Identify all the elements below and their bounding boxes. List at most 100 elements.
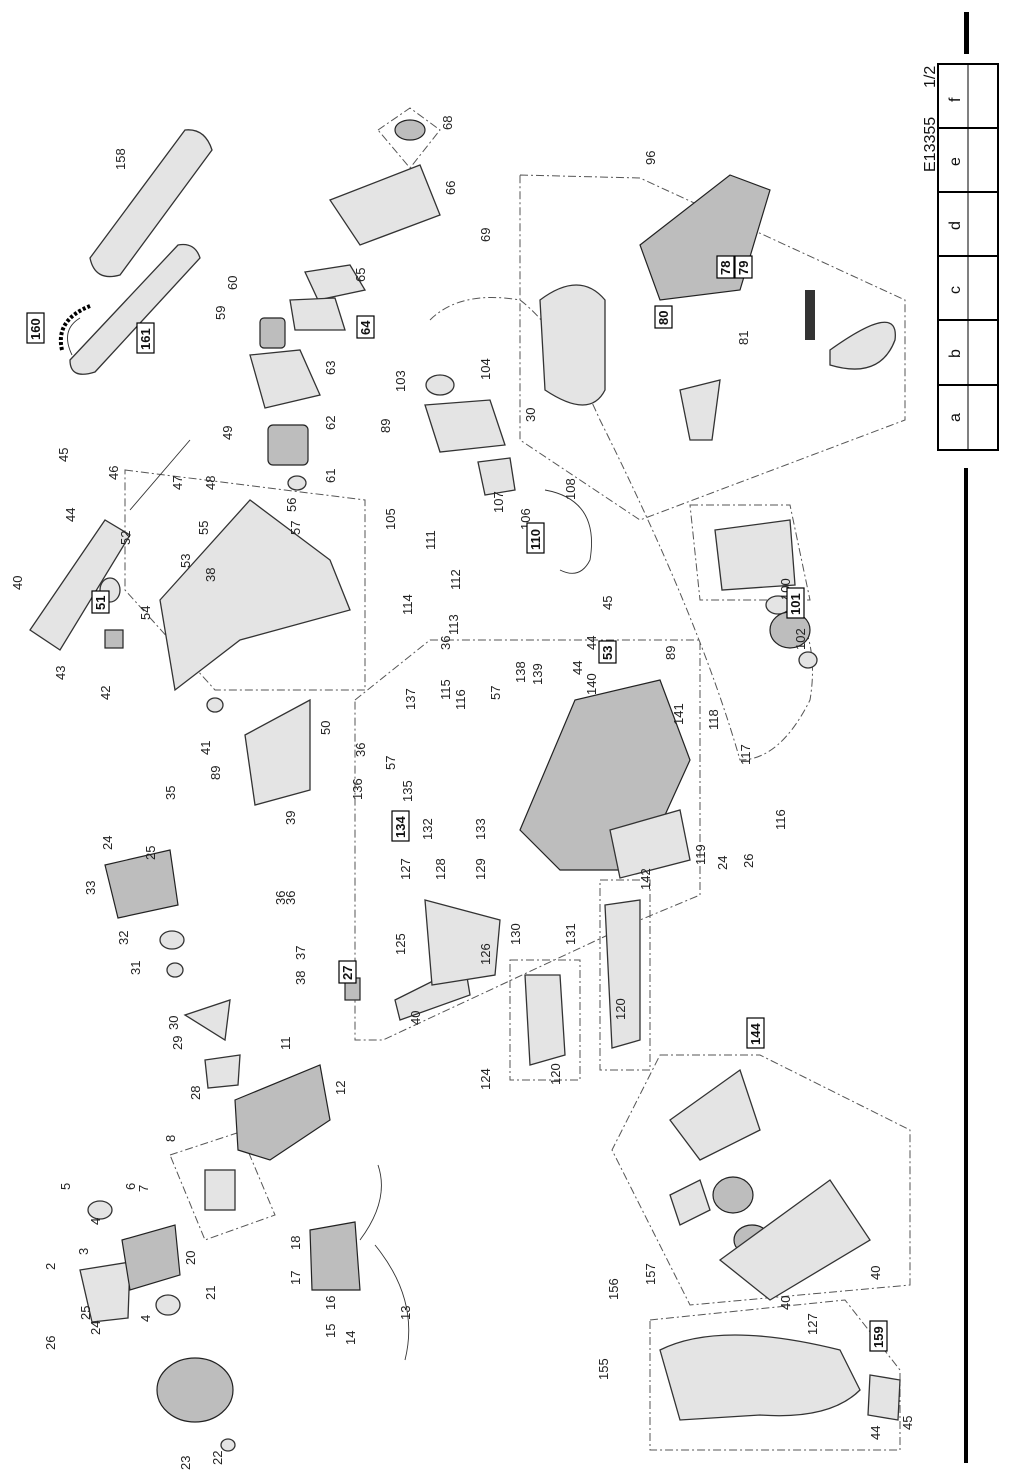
crank-cover [79,1261,131,1323]
callout-14: 14 [343,1331,358,1345]
callout-61: 61 [323,469,338,483]
carburetor [267,424,309,466]
callout-135: 135 [400,780,415,802]
callout-142: 142 [638,868,653,890]
group-outline-starter [611,1054,911,1306]
side-plate [244,698,311,806]
revision-table: f e d c b a [937,63,999,451]
callout-89: 89 [378,419,393,433]
callout-62: 62 [323,416,338,430]
callout-29: 29 [170,1036,185,1050]
callout-155: 155 [596,1358,611,1380]
callout-158: 158 [113,148,128,170]
starter-housing [718,1179,871,1301]
exhaust-gasket [204,1054,241,1089]
callout-114: 114 [400,594,415,615]
callout-13: 13 [398,1306,413,1320]
callout-56: 56 [284,498,299,512]
callout-136: 136 [350,778,365,800]
starter-handle [669,1179,711,1226]
callout-55: 55 [196,521,211,535]
svg-text:144: 144 [748,1023,763,1045]
callout-45: 45 [600,596,615,610]
callout-108: 108 [563,478,578,500]
callout-81: 81 [736,331,751,345]
group-outline-filter [377,107,441,169]
callout-140: 140 [584,673,599,695]
callout-125: 125 [393,933,408,955]
svg-text:160: 160 [28,318,43,340]
boxed-callout-27: 27 [338,960,357,984]
callout-68: 68 [440,116,455,130]
callout-59: 59 [213,306,228,320]
front-handle [659,1334,861,1421]
callout-126: 126 [478,943,493,965]
av-block [104,629,124,649]
callout-89: 89 [663,646,678,660]
table-col-c: c [947,286,964,294]
svg-text:64: 64 [358,320,373,335]
callout-36: 36 [283,891,298,905]
top-grip-rod [129,439,191,511]
callout-102: 102 [793,628,808,650]
brake-band [829,321,896,370]
callout-104: 104 [478,358,493,380]
starter-cover [669,1068,761,1161]
table-col-e: e [947,157,964,166]
group-outline-front-handle [649,1299,901,1451]
muffler [104,849,179,919]
piston [204,1169,236,1211]
carb-spacer [287,475,307,491]
callout-31: 31 [128,961,143,975]
front-mount [867,1374,901,1421]
callout-57: 57 [488,686,503,700]
callout-42: 42 [98,686,113,700]
impulse-hose [477,457,516,496]
callout-40: 40 [408,1011,423,1025]
exhaust-deflector [183,999,231,1042]
svg-text:161: 161 [138,328,153,350]
callout-24: 24 [100,836,115,850]
callout-111: 111 [423,530,438,550]
callout-132: 132 [420,818,435,840]
callout-49: 49 [220,426,235,440]
drawing-code: E13355 [922,117,939,172]
boxed-callout-144: 144 [746,1017,765,1049]
callout-65: 65 [353,268,368,282]
callout-44: 44 [868,1426,883,1440]
flywheel [156,1357,234,1423]
table-col-a: a [947,413,964,422]
handle-grip [29,519,131,651]
callout-40: 40 [10,576,25,590]
svg-text:27: 27 [340,966,355,980]
kill-wire [374,1244,410,1361]
boxed-callout-134: 134 [391,810,410,842]
header-bar-top [964,12,969,54]
boxed-callout-53: 53 [598,640,617,664]
filter-plate [289,297,346,331]
callout-41: 41 [198,741,213,755]
callout-36: 36 [353,743,368,757]
clutch-shoes [714,519,796,591]
side-rule [964,468,968,1463]
callout-24: 24 [88,1321,103,1335]
callout-28: 28 [188,1086,203,1100]
table-col-b: b [947,349,964,358]
svg-text:53: 53 [600,646,615,660]
boxed-callout-161: 161 [136,322,155,354]
callout-157: 157 [643,1263,658,1285]
callout-24: 24 [715,856,730,870]
callout-21: 21 [203,1286,218,1300]
boxed-callout-110: 110 [526,522,545,554]
cylinder [234,1064,331,1161]
callout-39: 39 [283,811,298,825]
guide-bar-cover [89,129,213,278]
callout-112: 112 [448,569,463,590]
callout-40: 40 [778,1296,793,1310]
callout-4: 4 [88,1218,103,1225]
svg-text:80: 80 [656,311,671,325]
callout-44: 44 [63,508,78,522]
table-col-f: f [947,97,964,102]
